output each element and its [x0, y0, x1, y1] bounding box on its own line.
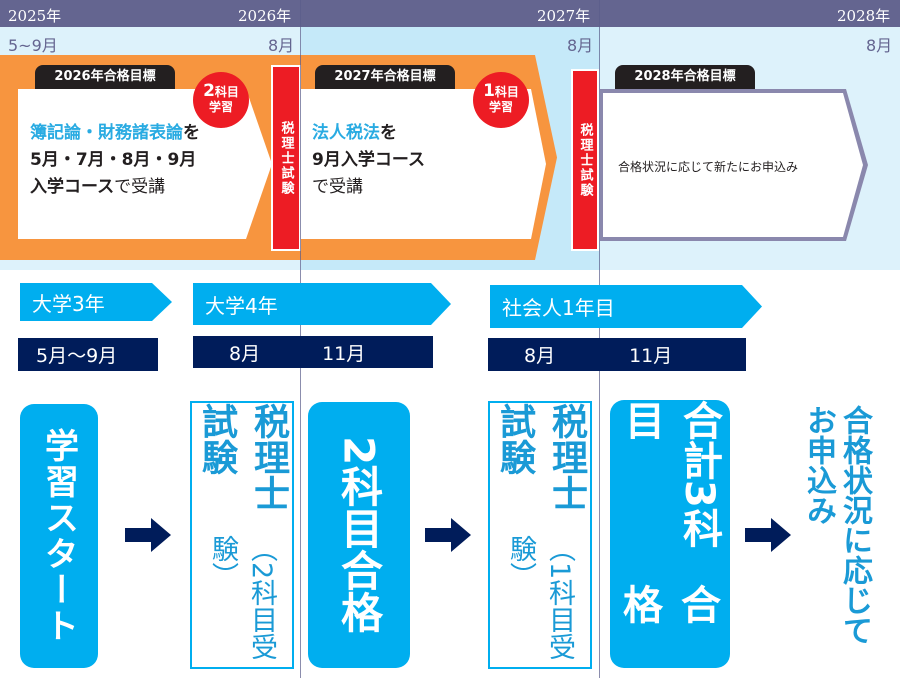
- month-label: 5~9月: [8, 36, 58, 55]
- month-label: 8月: [567, 36, 594, 55]
- month-range: 5月〜9月: [18, 338, 158, 371]
- exam-step-2: 税理士試験（1科目受験）: [488, 401, 592, 669]
- subject-count-badge: 2科目学習: [193, 72, 249, 128]
- grade-label: 大学4年: [193, 283, 451, 325]
- year-label: 2025年: [8, 7, 62, 25]
- arrow-right-icon: [425, 518, 471, 552]
- exam-step-1: 税理士試験（2科目受験）: [190, 401, 294, 669]
- pass-step-2: 合計3科目合格: [610, 400, 730, 668]
- study-start-step: 学習スタート: [20, 404, 98, 668]
- subject-count-badge: 1科目学習: [473, 72, 529, 128]
- grade-label: 大学3年: [20, 283, 172, 321]
- year-label: 2028年: [837, 7, 891, 25]
- month-label: 8月: [866, 36, 893, 55]
- grade-label: 社会人1年目: [490, 285, 762, 328]
- stage-tag: 2026年合格目標: [35, 65, 175, 89]
- stage-description: 簿記論・財務諸表論を 5月・7月・8月・9月 入学コースで受講: [30, 123, 200, 197]
- arrow-right-icon: [125, 518, 171, 552]
- exam-marker: 税理士試験: [571, 69, 599, 251]
- month-label: 8月: [268, 36, 295, 55]
- stage-tag: 2028年合格目標: [615, 65, 755, 89]
- arrow-right-icon: [745, 518, 791, 552]
- exam-marker: 税理士試験: [271, 65, 301, 251]
- stage-box: [603, 93, 863, 237]
- year-label: 2026年: [238, 7, 292, 25]
- stage-description: 合格状況に応じて新たにお申込み: [618, 160, 799, 174]
- stage-tag: 2027年合格目標: [315, 65, 455, 89]
- final-note: 合格状況に応じてお申込み: [801, 405, 872, 645]
- year-header: [0, 0, 900, 27]
- pass-step-1: 2科目合格: [308, 402, 410, 668]
- stage-description: 法人税法を 9月入学コース で受講: [312, 123, 425, 197]
- year-label: 2027年: [537, 7, 591, 25]
